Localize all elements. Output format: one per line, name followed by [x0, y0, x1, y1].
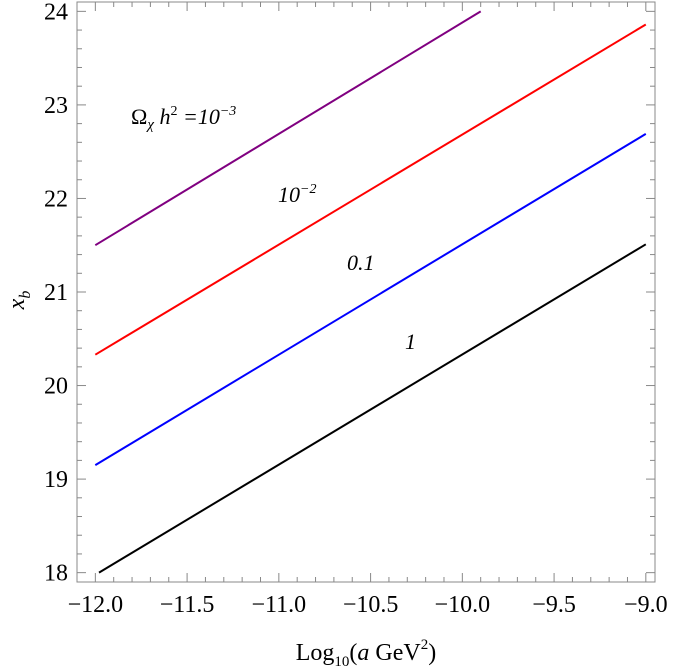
- x-tick-label: −9.5: [532, 592, 576, 618]
- tick-marks: [77, 2, 655, 582]
- y-tick-label: 21: [44, 280, 68, 306]
- y-tick-label: 19: [44, 467, 68, 493]
- x-tick-label: −10.0: [435, 592, 491, 618]
- y-tick-labels: 18 19 20 21 22 23 24: [44, 0, 68, 587]
- x-tick-label: −11.5: [160, 592, 215, 618]
- series-line-2: [94, 133, 647, 466]
- series-line-0: [94, 10, 482, 247]
- annotation-1: 1: [405, 329, 416, 354]
- annotation-10-minus-2: 10−2: [278, 182, 316, 207]
- series-layer: [94, 10, 647, 574]
- series-line-1: [94, 23, 647, 356]
- x-tick-label: −12.0: [68, 592, 124, 618]
- x-tick-label: −10.5: [343, 592, 399, 618]
- plot-frame: [76, 1, 656, 583]
- annotation-0-1: 0.1: [347, 250, 375, 275]
- y-tick-label: 18: [44, 561, 68, 587]
- y-tick-label: 22: [44, 186, 68, 212]
- annotation-omega-h2: Ωχ h2 =10−3: [131, 104, 236, 133]
- y-tick-label: 23: [44, 93, 68, 119]
- y-tick-label: 24: [44, 0, 68, 25]
- y-axis-title: xb: [4, 291, 34, 311]
- series-line-3: [98, 243, 647, 574]
- y-tick-label: 20: [44, 374, 68, 400]
- x-tick-labels: −12.0 −11.5 −11.0 −10.5 −10.0 −9.5 −9.0: [68, 592, 668, 618]
- x-tick-label: −11.0: [252, 592, 307, 618]
- x-tick-label: −9.0: [624, 592, 668, 618]
- x-axis-title: Log10(a GeV2): [296, 637, 437, 670]
